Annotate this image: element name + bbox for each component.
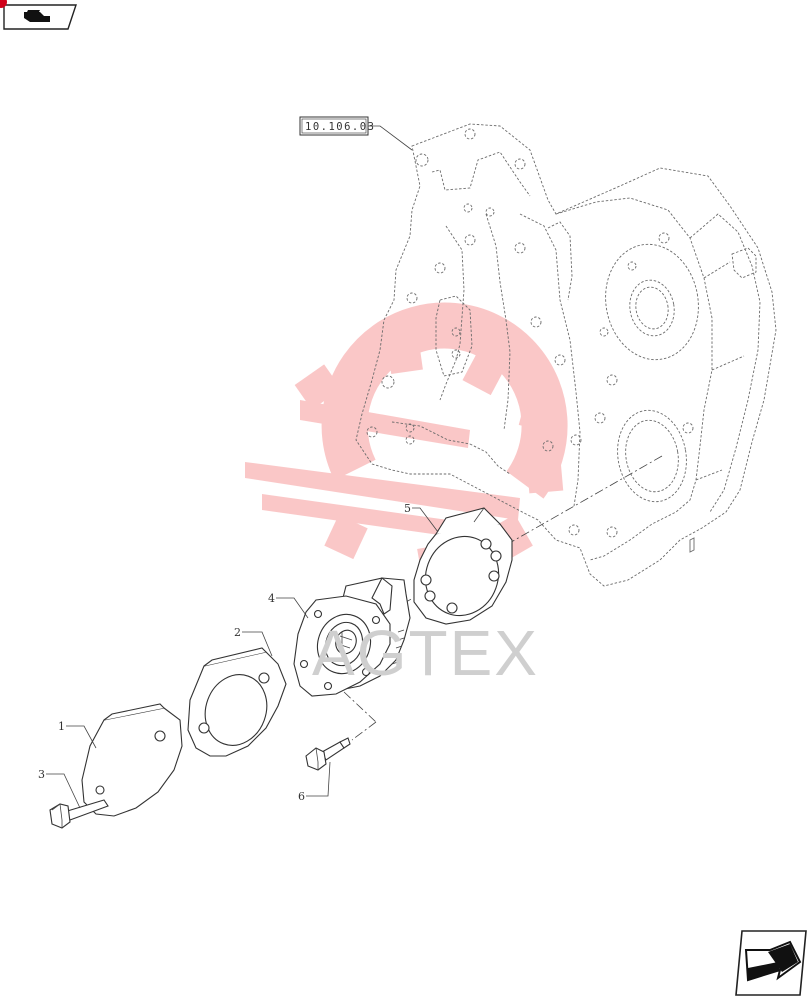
part-6-bolt: [305, 737, 351, 771]
parts-book-tab-icon[interactable]: [0, 0, 77, 30]
part-2-gasket: [187, 647, 287, 757]
callout-2: 2: [234, 626, 241, 639]
watermark-logo: [245, 302, 568, 585]
reference-box[interactable]: 10.106.03: [299, 116, 375, 136]
part-4-pump: [293, 577, 411, 697]
callout-4: 4: [268, 592, 275, 605]
callout-leaders: [46, 125, 439, 809]
callout-6: 6: [298, 790, 305, 803]
callout-3: 3: [38, 768, 45, 781]
next-page-arrow-icon[interactable]: [735, 930, 807, 996]
watermark-text: AGTEX: [312, 617, 539, 689]
part-1-cover-plate: [81, 703, 183, 817]
callout-5: 5: [404, 502, 411, 515]
part-3-bolt: [49, 799, 109, 829]
corner-marker: [0, 0, 7, 8]
reference-label: 10.106.03: [305, 121, 375, 133]
callout-1: 1: [58, 720, 65, 733]
part-5-gasket: [413, 507, 513, 625]
timing-cover-housing: [355, 123, 777, 587]
